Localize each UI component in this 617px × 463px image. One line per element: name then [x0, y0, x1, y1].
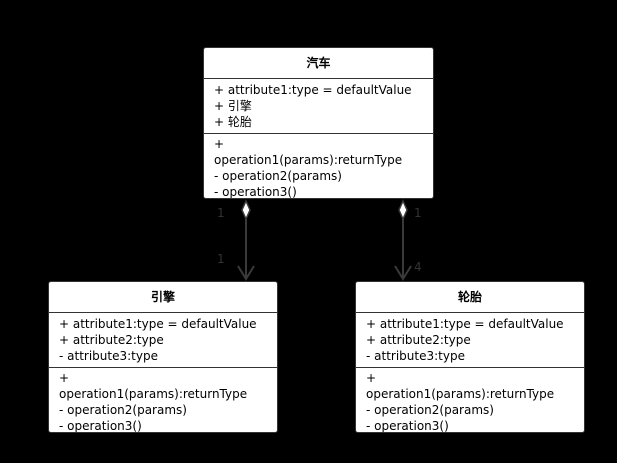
attribute-line: - attribute3:type: [59, 349, 158, 363]
class-engine-operations: + operation1(params):returnType - operat…: [49, 368, 277, 433]
operation-line: operation1(params):returnType: [214, 153, 403, 167]
class-tire-operations: + operation1(params):returnType - operat…: [356, 368, 584, 433]
operation-line: +: [214, 137, 225, 151]
attribute-line: - attribute3:type: [366, 349, 465, 363]
operation-line: - operation3(): [366, 419, 449, 433]
attribute-line: + 轮胎: [214, 115, 252, 129]
attribute-line: + attribute1:type = defaultValue: [366, 317, 564, 331]
operation-line: operation1(params):returnType: [366, 387, 555, 401]
attribute-line: + attribute1:type = defaultValue: [214, 83, 412, 97]
operation-line: +: [366, 371, 377, 385]
operation-line: - operation2(params): [59, 403, 187, 417]
multiplicity-car-engine-source: 1: [217, 206, 225, 220]
attribute-line: + attribute1:type = defaultValue: [59, 317, 257, 331]
arrowhead-tire: [394, 265, 412, 281]
attribute-line: + attribute2:type: [366, 333, 471, 347]
operation-line: - operation3(): [214, 185, 297, 199]
class-car-name: 汽车: [204, 48, 433, 79]
operation-line: +: [59, 371, 70, 385]
multiplicity-car-engine-target: 1: [217, 252, 225, 266]
attribute-line: + attribute2:type: [59, 333, 164, 347]
class-tire-name: 轮胎: [356, 282, 584, 313]
multiplicity-car-tire-target: 4: [414, 260, 422, 274]
class-engine-attributes: + attribute1:type = defaultValue + attri…: [49, 313, 277, 368]
operation-line: - operation2(params): [214, 169, 342, 183]
attribute-line: + 引擎: [214, 99, 252, 113]
composition-diamond-tire: [398, 199, 408, 221]
operation-line: operation1(params):returnType: [59, 387, 248, 401]
operation-line: - operation2(params): [366, 403, 494, 417]
class-car-operations: + operation1(params):returnType - operat…: [204, 134, 433, 199]
composition-diamond-engine: [241, 199, 251, 221]
class-tire[interactable]: 轮胎 + attribute1:type = defaultValue + at…: [355, 281, 585, 433]
class-car[interactable]: 汽车 + attribute1:type = defaultValue + 引擎…: [203, 47, 434, 199]
operation-line: - operation3(): [59, 419, 142, 433]
class-car-attributes: + attribute1:type = defaultValue + 引擎 + …: [204, 79, 433, 134]
class-engine-name: 引擎: [49, 282, 277, 313]
class-engine[interactable]: 引擎 + attribute1:type = defaultValue + at…: [48, 281, 278, 433]
multiplicity-car-tire-source: 1: [414, 206, 422, 220]
class-tire-attributes: + attribute1:type = defaultValue + attri…: [356, 313, 584, 368]
arrowhead-engine: [237, 265, 255, 281]
